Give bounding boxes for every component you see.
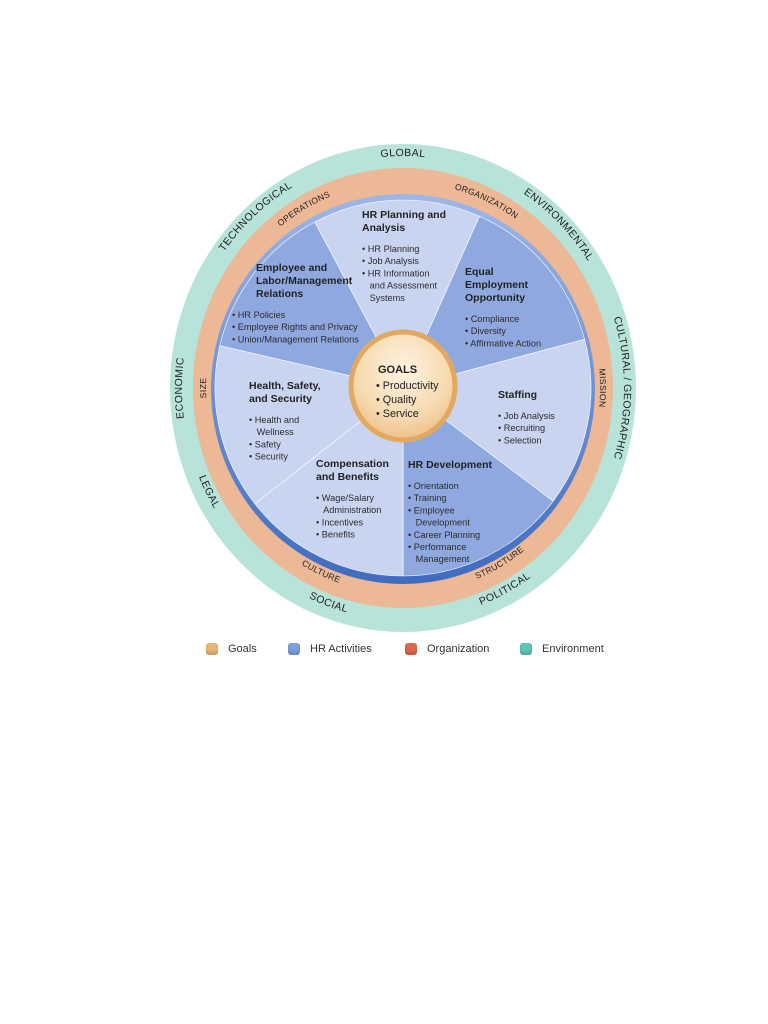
- segment-item: and Assessment: [362, 281, 438, 291]
- segment-item: • Affirmative Action: [465, 338, 541, 348]
- segment-item: • Incentives: [316, 517, 364, 527]
- hr-activity-segment: [314, 199, 480, 389]
- segment-item: • HR Planning: [362, 244, 419, 254]
- segment-title: Relations: [256, 288, 303, 300]
- legend-swatch: [206, 643, 218, 655]
- segment-item: • Benefits: [316, 530, 355, 540]
- segment-item: • Job Analysis: [362, 256, 419, 266]
- legend-label: Environment: [542, 643, 604, 655]
- segment-title: HR Development: [408, 459, 493, 471]
- legend-item-hr-activities: HR Activities: [288, 640, 372, 658]
- segment-title: Analysis: [362, 222, 405, 234]
- hr-activity-segment: [254, 387, 404, 577]
- organization-label: MISSION: [597, 368, 608, 408]
- hr-activity-segment: [402, 387, 554, 577]
- segment-title: and Benefits: [316, 471, 379, 483]
- goals-title: GOALS: [378, 364, 417, 376]
- organization-label: SIZE: [198, 378, 208, 399]
- legend-item-environment: Environment: [520, 640, 604, 658]
- environment-label: GLOBAL: [380, 147, 426, 160]
- segment-title: Health, Safety,: [249, 380, 321, 392]
- goals-item: • Quality: [376, 394, 417, 406]
- segment-title: Employee and: [256, 262, 327, 274]
- segment-title: Staffing: [498, 389, 537, 401]
- segment-item: • Employee: [408, 505, 455, 515]
- legend-swatch: [520, 643, 532, 655]
- segment-item: • Recruiting: [498, 423, 545, 433]
- hr-activity-segments: [214, 199, 592, 577]
- segment-item: Systems: [362, 293, 405, 303]
- segment-item: Management: [408, 554, 470, 564]
- segment-item: Development: [408, 518, 470, 528]
- segment-item: • Career Planning: [408, 530, 480, 540]
- segment-item: Administration: [316, 505, 381, 515]
- segment-title: Labor/Management: [256, 275, 353, 287]
- environment-label: ECONOMIC: [173, 357, 187, 420]
- legend-item-organization: Organization: [405, 640, 489, 658]
- segment-title: Employment: [465, 279, 529, 291]
- segment-item: • HR Policies: [232, 310, 286, 320]
- hr-activity-segment: [402, 215, 585, 389]
- legend-item-goals: Goals: [206, 640, 257, 658]
- segment-item: • HR Information: [362, 268, 430, 278]
- segment-title: Compensation: [316, 458, 389, 470]
- goals-item: • Productivity: [376, 380, 439, 392]
- segment-title: Opportunity: [465, 292, 525, 304]
- hr-activity-segment: [219, 221, 404, 389]
- goals-item: • Service: [376, 408, 419, 420]
- segment-item: • Job Analysis: [498, 411, 555, 421]
- legend-label: Organization: [427, 643, 490, 655]
- segment-item: • Training: [408, 493, 446, 503]
- segment-item: • Union/Management Relations: [232, 334, 359, 344]
- legend-swatch: [405, 643, 417, 655]
- segment-title: Equal: [465, 266, 494, 278]
- segment-title: and Security: [249, 393, 312, 405]
- segment-item: • Selection: [498, 435, 542, 445]
- legend: Goals HR Activities Organization Environ…: [200, 640, 620, 660]
- segment-item: • Health and: [249, 415, 299, 425]
- segment-item: • Safety: [249, 439, 281, 449]
- segment-item: • Wage/Salary: [316, 493, 374, 503]
- legend-swatch: [288, 643, 300, 655]
- segment-item: • Compliance: [465, 314, 519, 324]
- segment-title: HR Planning and: [362, 209, 446, 221]
- goals-hub: [348, 329, 458, 443]
- segment-item: • Security: [249, 452, 288, 462]
- segment-item: • Employee Rights and Privacy: [232, 322, 358, 332]
- goals-hub-text: GOALS • Productivity • Quality • Service: [376, 364, 439, 420]
- legend-label: HR Activities: [310, 643, 372, 655]
- legend-label: Goals: [228, 643, 257, 655]
- segment-item: • Diversity: [465, 326, 506, 336]
- segment-item: Wellness: [249, 427, 294, 437]
- segment-item: • Performance: [408, 542, 466, 552]
- segment-item: • Orientation: [408, 481, 459, 491]
